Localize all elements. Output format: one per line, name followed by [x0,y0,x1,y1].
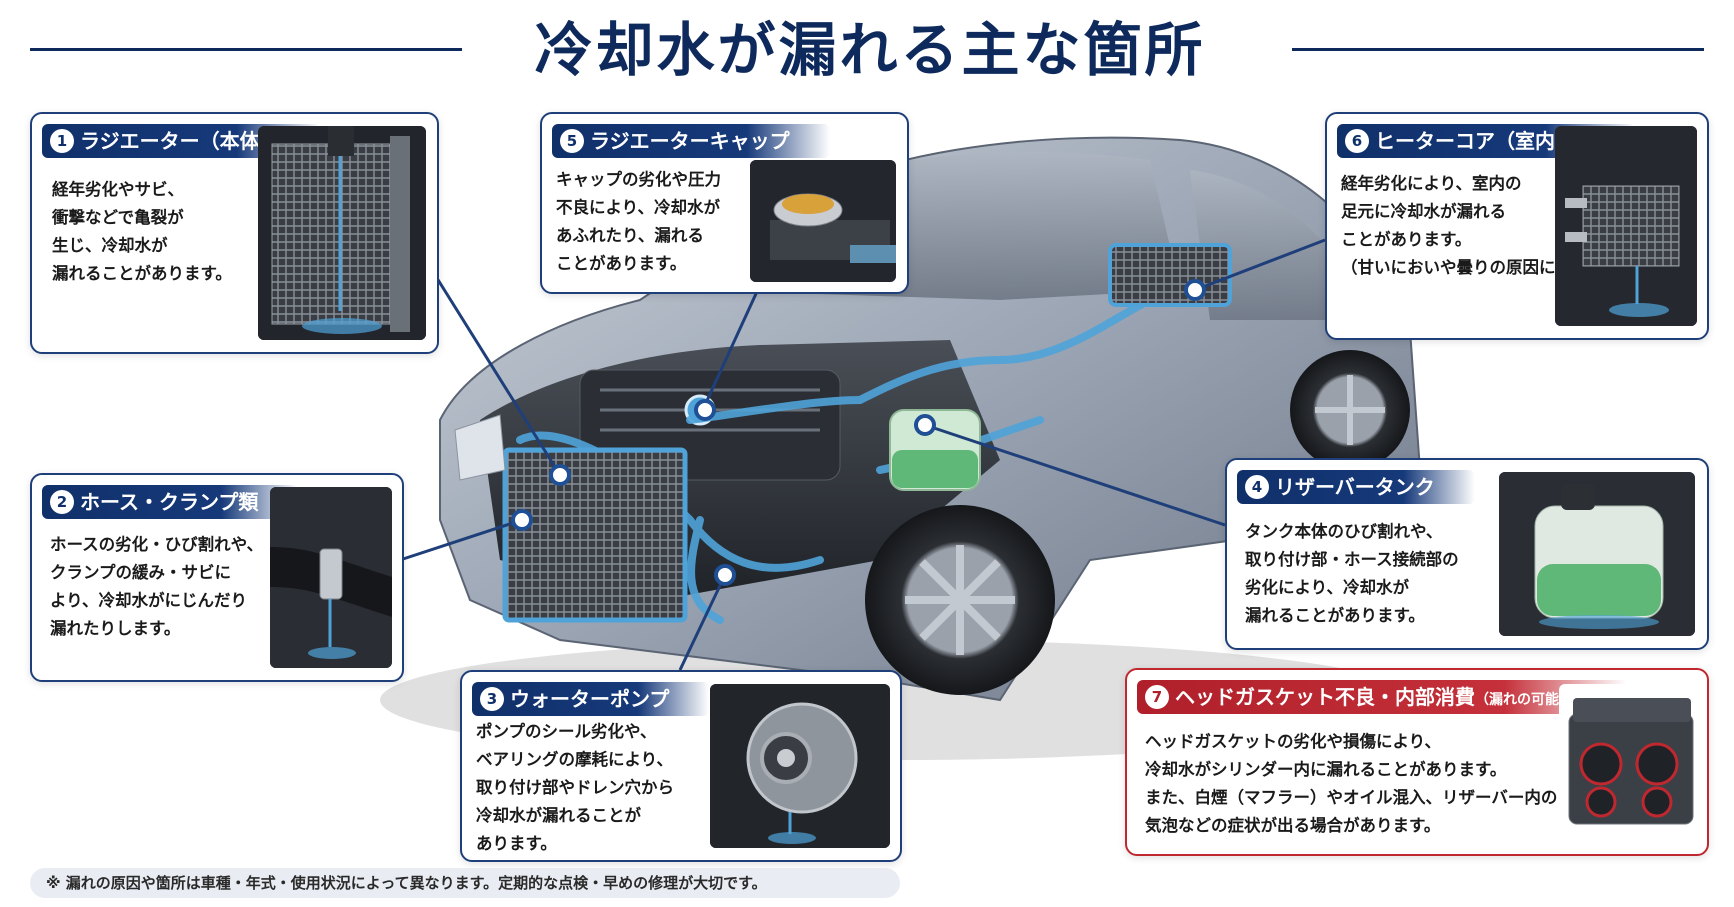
footnote: ※ 漏れの原因や箇所は車種・年式・使用状況によって異なります。定期的な点検・早め… [30,868,900,898]
marker-water-pump [714,564,736,586]
hose-photo [270,487,392,668]
title-rule-left [30,48,462,51]
callout-label: ヘッドガスケット不良・内部消費 [1175,685,1475,709]
callout-body: 経年劣化やサビ、 衝撃などで亀裂が 生じ、冷却水が 漏れることがあります。 [52,180,232,283]
callout-number: 6 [1345,129,1369,153]
callout-body: ヘッドガスケットの劣化や損傷により、 冷却水がシリンダー内に漏れることがあります… [1145,732,1558,835]
callout-label: ラジエーター（本体） [80,129,280,153]
rear-wheel-spokes [1315,375,1385,445]
callout-number: 1 [50,129,74,153]
callout-number: 7 [1145,685,1169,709]
leader-heater-core [1194,238,1326,292]
title-rule-right [1292,48,1704,51]
reservoir-coolant [892,450,978,488]
callout-body: 経年劣化により、室内の 足元に冷却水が漏れる ことがあります。 （甘いにおいや曇… [1341,174,1572,277]
water-pump-photo [710,684,890,848]
radiator-cap-photo [750,160,896,282]
marker-reservoir [914,414,936,436]
headlight [454,414,506,481]
marker-hose [511,509,533,531]
leader-hose [399,518,523,562]
callout-label: リザーバータンク [1275,475,1435,499]
leader-lines [399,238,1326,671]
callout-body: キャップの劣化や圧力 不良により、冷却水が あふれたり、漏れる ことがあります。 [556,170,721,273]
callout-label: ラジエーターキャップ [590,129,790,153]
leader-reservoir [924,423,1226,527]
callout-number: 4 [1245,475,1269,499]
leader-radiator [433,274,562,476]
leader-water-pump [678,574,727,671]
callout-body: タンク本体のひび割れや、 取り付け部・ホース接続部の 劣化により、冷却水が 漏れ… [1245,522,1459,625]
marker-radiator [549,464,571,486]
leader-radiator-cap [703,284,762,406]
callout-number: 3 [480,687,504,711]
heater-core-photo [1555,126,1697,326]
callout-body: ホースの劣化・ひび割れや、 クランプの緩み・サビに より、冷却水がにじんだり 漏… [50,535,264,638]
marker-heater-core [1184,279,1206,301]
marker-radiator-cap [694,399,716,421]
engine-block-photo [1559,684,1699,838]
callout-body: ポンプのシール劣化や、 ベアリングの摩耗により、 取り付け部やドレン穴から 冷却… [476,722,674,853]
radiator-front [502,447,688,623]
radiator-photo [258,126,426,340]
heater-core-ghost [1108,243,1232,307]
callout-number: 5 [560,129,584,153]
callout-label: ホース・クランプ類 [80,490,259,514]
callout-number: 2 [50,490,74,514]
reservoir-photo [1499,472,1695,636]
page-title: 冷却水が漏れる主な箇所 [534,16,1206,84]
callout-label: ウォーターポンプ [510,687,670,711]
front-wheel-spokes [905,545,1015,655]
